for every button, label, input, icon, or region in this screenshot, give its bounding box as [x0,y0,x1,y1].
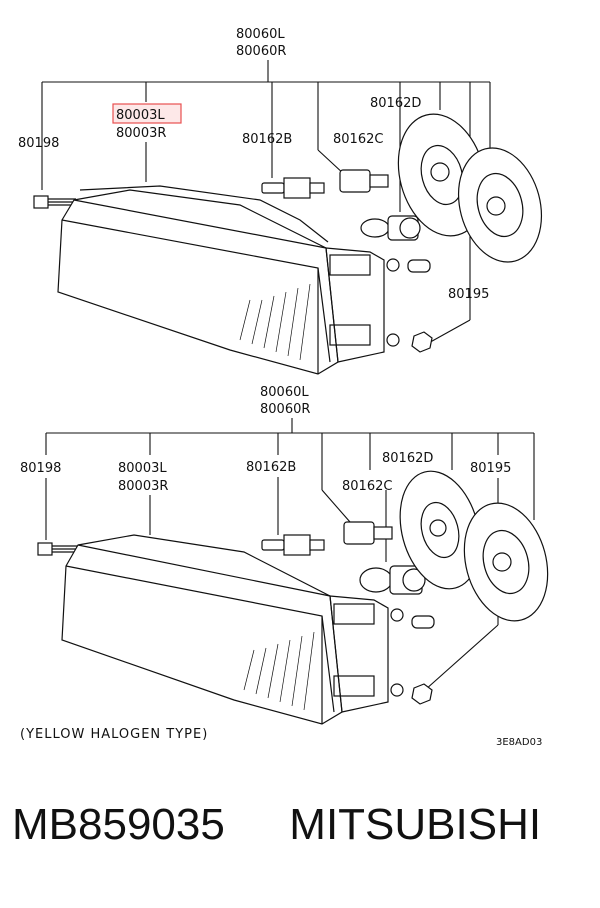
top-assembly-label-r: 80060R [236,44,286,59]
variant-note: (YELLOW HALOGEN TYPE) [20,727,208,742]
top-bulb-cover-part [397,113,543,263]
top-lamp-unit-label-l[interactable]: 80003L [116,108,165,123]
top-bulb-part [261,177,325,199]
figure-code: 3E8AD03 [496,737,542,748]
top-headlamp-housing [57,185,400,375]
bottom-diagram: 80060L 80060R 80198 80003L 80003R 80162B… [20,385,549,748]
top-lamp-unit-label-r: 80003R [116,126,166,141]
bottom-socket-part [343,521,393,545]
top-bulb-cover-label: 80162D [370,96,421,111]
bottom-bulb-part [261,534,325,556]
bottom-socket-label: 80162C [342,479,392,494]
bottom-bulb-label: 80162B [246,460,296,475]
top-nut-part [407,259,433,353]
bottom-headlamp-housing [61,534,404,725]
bottom-lamp-unit-label-r: 80003R [118,479,168,494]
bottom-assembly-label-l: 80060L [260,385,309,400]
brand-name: MITSUBISHI [289,800,542,849]
top-nut-label: 80195 [448,287,489,302]
part-number: MB859035 [12,800,225,849]
bottom-lamp-unit-label-l: 80003L [118,461,167,476]
top-lamp-unit-highlight [112,103,182,124]
caption: MB859035 MITSUBISHI [12,800,541,850]
bottom-halogen-bulb [359,565,426,595]
top-halogen-bulb [360,215,421,241]
bottom-assembly-label-r: 80060R [260,402,310,417]
top-diagram: 80060L 80060R 80003L 80003R 80198 80162B… [18,27,543,375]
top-socket-part [339,169,389,193]
bottom-nut-label: 80195 [470,461,511,476]
top-assembly-label-l: 80060L [236,27,285,42]
bottom-screw-label: 80198 [20,461,61,476]
bottom-screw-part [37,542,78,556]
bottom-nut-part [411,615,435,705]
top-socket-label: 80162C [333,132,383,147]
top-bulb-label: 80162B [242,132,292,147]
bottom-bulb-cover-label: 80162D [382,451,433,466]
bottom-bulb-cover-part [399,470,549,622]
top-screw-label: 80198 [18,136,59,151]
